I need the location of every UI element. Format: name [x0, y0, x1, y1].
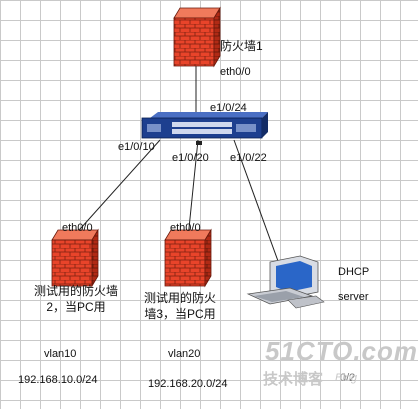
switch-port-mid-label: e1/0/20: [172, 152, 209, 164]
firewall3-icon: [164, 228, 212, 288]
firewall1-label: 防火墙1: [220, 39, 263, 53]
firewall1-icon: [173, 6, 221, 68]
firewall2-label: 测试用的防火墙2，当PC用: [33, 284, 118, 314]
firewall1-port-label: eth0/0: [220, 66, 251, 78]
network-diagram: 防火墙1 eth0/0 e1/0/24 e1/0/10 e1/0/20 e1/0…: [18, 6, 417, 390]
diagram-canvas: [51, 6, 325, 309]
firewall2-icon: [51, 228, 99, 288]
firewall2-vlan-label: vlan10: [44, 348, 77, 360]
switch-port-top-label: e1/0/24: [210, 102, 247, 114]
firewall3-vlan-label: vlan20: [168, 348, 201, 360]
firewall2-port-label: eth0/0: [62, 222, 93, 234]
switch-icon: [141, 112, 268, 145]
dhcp-label-line1: DHCP: [338, 266, 370, 278]
firewall3-port-label: eth0/0: [170, 222, 201, 234]
firewall2-subnet-label: 192.168.10.0/24: [18, 374, 98, 386]
link-switch-fw3: [187, 139, 199, 239]
watermark-blog: Blog: [335, 372, 358, 384]
firewall3-subnet-label: 192.168.20.0/24: [148, 378, 228, 390]
switch-port-right-label: e1/0/22: [230, 152, 267, 164]
dhcp-server-computer-icon: [246, 255, 325, 309]
switch-port-left-label: e1/0/10: [118, 141, 155, 153]
watermark-logo: 51CTO.com: [265, 336, 418, 366]
watermark-slogan: 技术博客: [263, 371, 324, 388]
firewall3-label: 测试用的防火墙3，当PC用: [143, 291, 216, 321]
link-switch-dhcp: [233, 139, 283, 273]
link-switch-fw2: [71, 139, 161, 239]
dhcp-subnet-fragment: 0/2: [340, 372, 356, 384]
dhcp-label-line2: server: [338, 291, 369, 303]
